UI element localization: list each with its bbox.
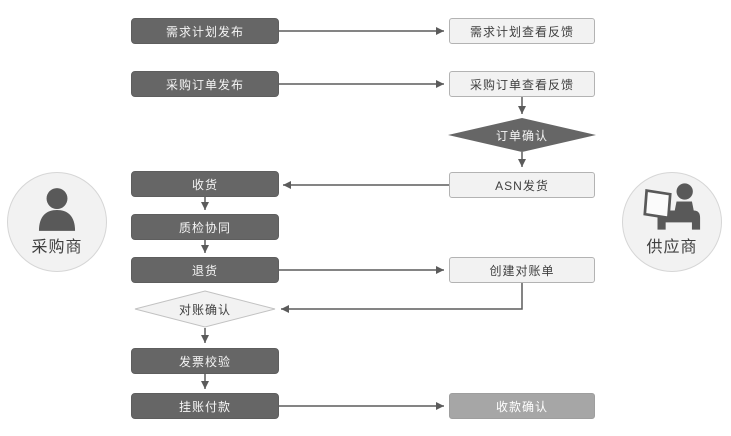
step-quality-check: 质检协同 bbox=[131, 214, 279, 240]
decision-reconcile-confirm-label: 对账确认 bbox=[178, 302, 231, 317]
step-return-goods: 退货 bbox=[131, 257, 279, 283]
step-asn-ship: ASN发货 bbox=[449, 172, 595, 198]
step-po-publish: 采购订单发布 bbox=[131, 71, 279, 97]
step-payment: 挂账付款 bbox=[131, 393, 279, 419]
person-bust-icon bbox=[38, 187, 76, 231]
decision-order-confirm: 订单确认 bbox=[448, 118, 596, 152]
step-invoice-verify: 发票校验 bbox=[131, 348, 279, 374]
actor-buyer: 采购商 bbox=[7, 172, 107, 272]
actor-buyer-label: 采购商 bbox=[31, 239, 83, 256]
person-laptop-icon bbox=[643, 181, 701, 231]
decision-reconcile-confirm: 对账确认 bbox=[134, 290, 276, 328]
step-receipt-confirm: 收款确认 bbox=[449, 393, 595, 419]
actor-supplier-label: 供应商 bbox=[646, 239, 698, 256]
step-demand-plan-publish: 需求计划发布 bbox=[131, 18, 279, 44]
arrow-statement-to-reconcile bbox=[281, 283, 523, 313]
step-create-statement: 创建对账单 bbox=[449, 257, 595, 283]
decision-order-confirm-label: 订单确认 bbox=[495, 128, 548, 143]
actor-supplier: 供应商 bbox=[622, 172, 722, 272]
step-po-feedback: 采购订单查看反馈 bbox=[449, 71, 595, 97]
step-demand-plan-feedback: 需求计划查看反馈 bbox=[449, 18, 595, 44]
step-receive-goods: 收货 bbox=[131, 171, 279, 197]
